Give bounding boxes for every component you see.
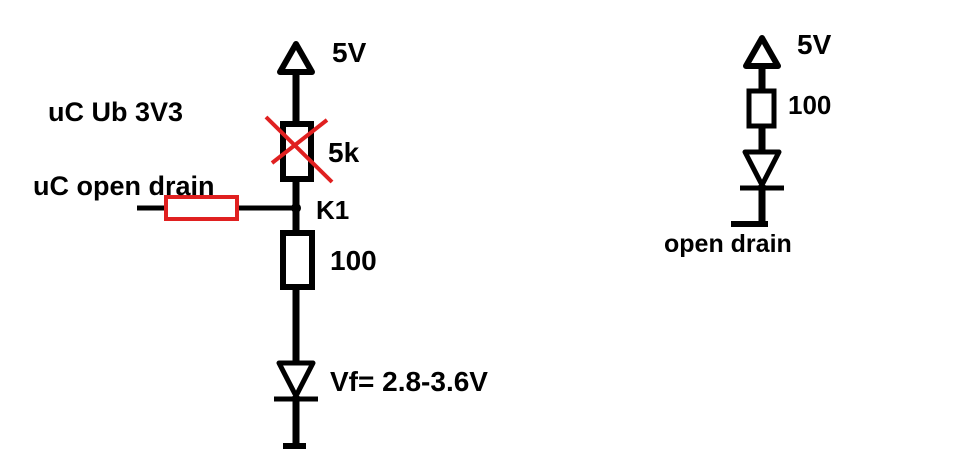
- right-diode-icon: [740, 149, 784, 191]
- left-crossed-resistor-label: 5k: [328, 137, 360, 168]
- left-supply-arrow-icon: [277, 41, 315, 75]
- left-uc-input-label: uC open drain: [33, 171, 215, 201]
- cross-out-icon: [264, 115, 334, 184]
- left-diode-label: Vf= 2.8-3.6V: [330, 366, 488, 397]
- left-circuit: 5V 5k uC Ub 3V3 uC open drain K1 100: [33, 37, 488, 449]
- left-node-label: K1: [316, 195, 349, 225]
- right-supply-arrow-icon: [743, 35, 781, 69]
- right-resistor-label: 100: [788, 90, 831, 120]
- left-input-resistor: [164, 195, 239, 221]
- left-diode-icon: [274, 360, 318, 402]
- left-series-resistor: [280, 230, 315, 290]
- left-uc-supply-label: uC Ub 3V3: [48, 97, 183, 127]
- right-series-resistor: [746, 88, 777, 129]
- right-supply-label: 5V: [797, 29, 832, 60]
- right-circuit: 5V 100 open drain: [664, 29, 832, 258]
- right-drain-label: open drain: [664, 230, 792, 258]
- left-supply-label: 5V: [332, 37, 367, 68]
- left-resistor-label: 100: [330, 245, 377, 276]
